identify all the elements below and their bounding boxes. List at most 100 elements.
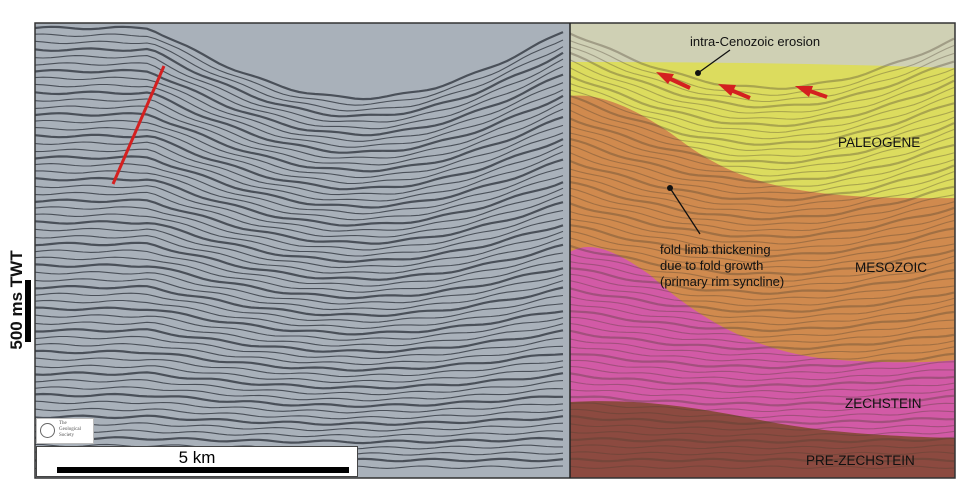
fault-line — [111, 65, 166, 185]
horizontal-scale-label: 5 km — [178, 448, 216, 467]
erosion-arrow — [795, 86, 828, 99]
annotation-leaders — [667, 49, 731, 235]
seismic-reflector — [35, 148, 564, 202]
seismic-reflector — [570, 59, 955, 114]
seismic-reflector — [570, 109, 955, 157]
seismic-reflector — [570, 280, 955, 307]
seismic-reflector — [570, 187, 955, 226]
seismic-reflector — [35, 227, 564, 269]
seismic-reflector — [570, 218, 955, 251]
seismic-reflector — [570, 125, 955, 171]
seismic-reflector — [35, 206, 564, 251]
seismic-reflectors-left — [35, 25, 564, 469]
seismic-reflector — [35, 133, 564, 191]
seismic-reflector — [35, 263, 564, 300]
seismic-reflector — [35, 220, 564, 264]
seismic-reflector — [570, 372, 955, 388]
seismic-reflector — [35, 364, 564, 383]
seismic-reflector — [570, 202, 955, 239]
erosion-arrow — [656, 72, 691, 90]
seismic-reflector — [570, 430, 955, 437]
fold-annotation: fold limb thickening due to fold growth … — [660, 242, 784, 290]
seismic-reflector — [35, 278, 564, 311]
seismic-reflector — [570, 273, 955, 301]
fold-annotation-line-3: (primary rim syncline) — [660, 274, 785, 289]
seismic-reflector — [570, 181, 955, 221]
erosion-arrows — [656, 72, 828, 100]
fold-annotation-line-1: fold limb thickening — [660, 242, 771, 257]
seismic-reflector — [35, 271, 564, 305]
seismic-reflector — [570, 310, 955, 333]
geological-society-logo: The Geological Society — [36, 418, 94, 444]
seismic-reflector — [35, 429, 564, 438]
seismic-reflector — [35, 184, 564, 232]
seismic-reflector — [570, 117, 955, 165]
seismic-reflector — [35, 343, 564, 366]
seismic-reflector — [570, 261, 955, 289]
seismic-reflector — [35, 328, 564, 354]
seismic-reflector — [35, 321, 564, 347]
seismic-reflector — [570, 322, 955, 344]
seismic-reflector — [35, 284, 564, 318]
seismic-reflector — [570, 388, 955, 400]
zechstein-label: ZECHSTEIN — [845, 396, 922, 411]
seismic-reflector — [35, 414, 564, 426]
seismic-reflector — [35, 306, 564, 336]
seismic-reflector — [570, 436, 955, 444]
seismic-reflector — [570, 67, 955, 120]
seismic-reflector — [35, 292, 564, 323]
seismic-reflector — [35, 112, 564, 173]
seismic-reflector — [35, 76, 564, 142]
seismic-reflector — [35, 98, 564, 159]
seismic-reflector — [570, 287, 955, 313]
seismic-reflector — [570, 380, 955, 394]
seismic-reflector — [35, 68, 564, 137]
seismic-reflector — [35, 155, 564, 209]
seismic-reflector — [35, 335, 564, 359]
seismic-reflector — [570, 295, 955, 319]
seismic-reflector — [35, 176, 564, 227]
seismic-reflector — [35, 371, 564, 390]
seismic-reflector — [35, 379, 564, 396]
seismic-reflector — [570, 394, 955, 407]
seismic-reflector — [35, 422, 564, 432]
seismic-reflector — [570, 465, 955, 469]
seismic-reflector — [570, 365, 954, 382]
paleogene-label: PALEOGENE — [838, 135, 921, 150]
seismic-reflector — [570, 244, 955, 276]
seismic-reflector — [570, 101, 955, 151]
seismic-reflectors-right — [570, 32, 955, 469]
horizontal-scale-bar — [57, 467, 349, 473]
seismic-reflector — [570, 444, 955, 450]
seismic-reflector — [35, 119, 564, 179]
seismic-reflector — [570, 132, 955, 177]
uninterpreted-panel — [35, 23, 570, 478]
seismic-reflector — [570, 415, 955, 426]
seismic-reflector — [570, 94, 955, 146]
seismic-reflector — [570, 211, 955, 245]
seismic-reflector — [570, 75, 955, 128]
seismic-reflector — [570, 267, 955, 295]
seismic-reflector — [570, 230, 955, 264]
seismic-reflector — [570, 316, 955, 338]
seismic-reflector — [35, 170, 564, 221]
seismic-reflector — [570, 346, 955, 363]
erosion-annotation: intra-Cenozoic erosion — [690, 34, 821, 49]
seismic-reflector — [35, 407, 564, 420]
seismic-reflector — [570, 168, 955, 208]
seismic-reflector — [570, 159, 955, 202]
seismic-reflector — [570, 89, 955, 140]
seismic-reflector — [35, 47, 564, 118]
seismic-reflector — [570, 194, 955, 232]
seismic-reflector — [35, 314, 564, 341]
seismic-reflector — [570, 224, 955, 258]
horizontal-scale: 5 km — [36, 446, 358, 477]
seismic-reflector — [35, 299, 564, 330]
seismic-reflector — [570, 46, 955, 103]
seismic-reflector — [35, 357, 564, 378]
fold-pointer-dot — [667, 185, 673, 191]
seismic-reflector — [570, 144, 955, 189]
seismic-reflector — [35, 83, 564, 148]
figure-border — [34, 22, 956, 479]
